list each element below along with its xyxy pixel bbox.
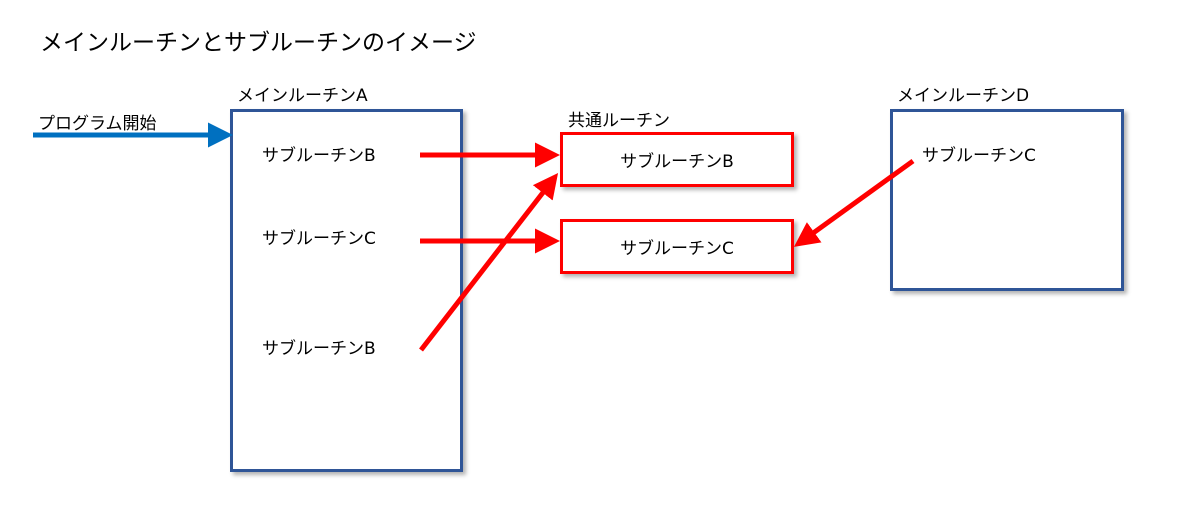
diagram-title: メインルーチンとサブルーチンのイメージ: [40, 30, 477, 56]
main-d-call-1: サブルーチンC: [922, 146, 1036, 166]
common-subroutine-b-label: サブルーチンB: [620, 152, 734, 172]
common-subroutine-c-box: サブルーチンC: [560, 219, 794, 274]
start-label: プログラム開始: [38, 114, 157, 134]
main-d-label: メインルーチンD: [897, 86, 1030, 106]
common-label: 共通ルーチン: [568, 111, 670, 131]
call-arrow-b2: [419, 173, 559, 352]
main-routine-a-box: [230, 109, 463, 472]
call-arrow-d-c: [793, 158, 915, 247]
common-subroutine-c-label: サブルーチンC: [620, 239, 734, 259]
main-a-call-1: サブルーチンB: [262, 146, 376, 166]
main-a-label: メインルーチンA: [237, 86, 368, 106]
main-a-call-3: サブルーチンB: [262, 339, 376, 359]
common-subroutine-b-box: サブルーチンB: [560, 132, 794, 187]
main-a-call-2: サブルーチンC: [262, 229, 376, 249]
main-routine-d-box: [890, 109, 1124, 291]
